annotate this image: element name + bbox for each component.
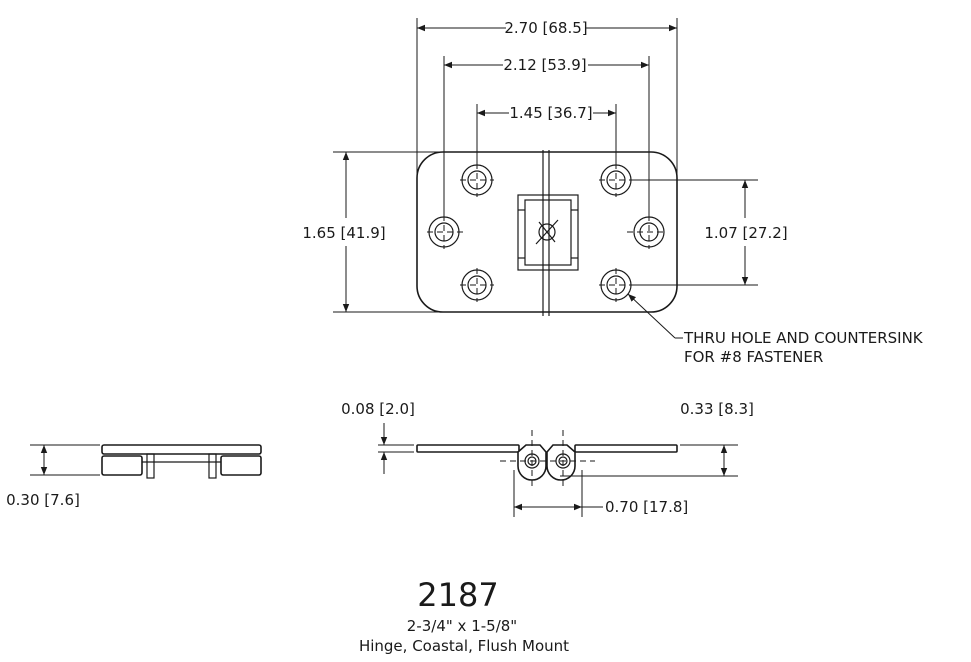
dim-overall-width: 2.70 [68.5]: [417, 19, 677, 37]
dim-outer-hole-spacing-label: 2.12 [53.9]: [503, 56, 586, 74]
fastener-note: THRU HOLE AND COUNTERSINK FOR #8 FASTENE…: [627, 293, 924, 366]
dim-inner-hole-spacing: 1.45 [36.7]: [477, 104, 616, 122]
part-size: 2-3/4" x 1-5/8": [407, 617, 517, 635]
dim-leaf-thickness: 0.08 [2.0]: [341, 400, 415, 474]
title-block: 2187 2-3/4" x 1-5/8" Hinge, Coastal, Flu…: [359, 576, 569, 655]
dim-side-height-label: 0.30 [7.6]: [6, 491, 80, 509]
hole-bottom-left: [460, 268, 494, 302]
dim-inner-hole-spacing-label: 1.45 [36.7]: [509, 104, 592, 122]
logo-icon: [535, 219, 559, 245]
dim-hole-vertical-spacing-label: 1.07 [27.2]: [704, 224, 787, 242]
fastener-note-line1: THRU HOLE AND COUNTERSINK: [683, 329, 924, 347]
side-view-top-leaf: [101, 444, 262, 455]
dim-hole-vertical-spacing: 1.07 [27.2]: [704, 180, 788, 285]
end-view: 0.08 [2.0] 0.33 [8.3] 0.70 [17.8]: [341, 400, 754, 517]
end-view-left-leaf: [416, 444, 520, 453]
dim-knuckle-height-label: 0.33 [8.3]: [680, 400, 754, 418]
dim-knuckle-height: 0.33 [8.3]: [680, 400, 754, 476]
pin-block-inner: [524, 199, 572, 266]
side-view-left-block: [101, 455, 143, 476]
dim-leaf-thickness-label: 0.08 [2.0]: [341, 400, 415, 418]
fastener-holes: [427, 163, 666, 302]
part-number: 2187: [417, 576, 498, 614]
dim-side-height: 0.30 [7.6]: [6, 445, 80, 509]
part-description: Hinge, Coastal, Flush Mount: [359, 637, 569, 655]
end-view-knuckles: [500, 430, 595, 490]
dim-outer-hole-spacing: 2.12 [53.9]: [444, 56, 649, 74]
fastener-note-line2: FOR #8 FASTENER: [684, 348, 823, 366]
dim-overall-height-label: 1.65 [41.9]: [302, 224, 385, 242]
dim-knuckle-width: 0.70 [17.8]: [514, 498, 688, 516]
dim-knuckle-width-label: 0.70 [17.8]: [605, 498, 688, 516]
dim-overall-width-label: 2.70 [68.5]: [504, 19, 587, 37]
side-view-right-block: [220, 455, 262, 476]
dim-overall-height: 1.65 [41.9]: [302, 152, 386, 312]
end-view-right-leaf: [574, 444, 678, 453]
pin-block-outer: [517, 194, 579, 271]
side-view: 0.30 [7.6]: [6, 444, 262, 509]
top-view: 2.70 [68.5] 2.12 [53.9] 1.45 [36.7] 1.65…: [302, 18, 924, 366]
